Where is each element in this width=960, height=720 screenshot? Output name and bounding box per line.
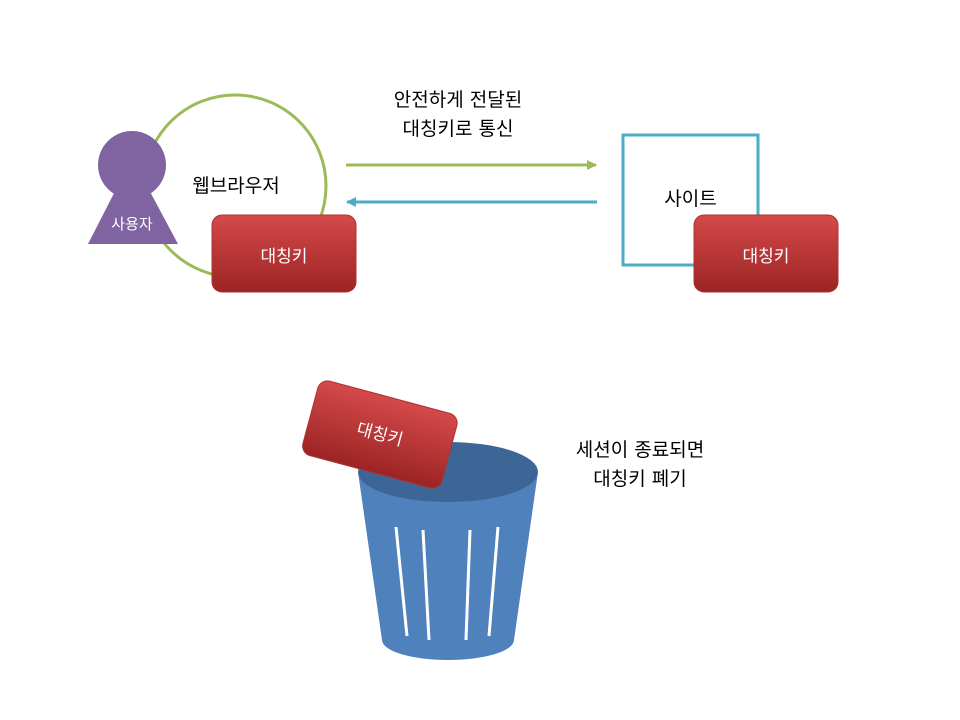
browser-label: 웹브라우저 (192, 175, 280, 197)
top-caption-line1: 안전하게 전달된 (393, 89, 523, 111)
user-label: 사용자 (111, 215, 153, 233)
discarded-key: 대칭키 (302, 380, 458, 489)
site-key-box (693, 214, 839, 293)
top-caption-line2: 대칭키로 통신 (402, 118, 514, 140)
browser-key-label: 대칭키 (260, 247, 308, 267)
person-icon (88, 131, 178, 244)
bottom-caption-line1: 세션이 종료되면 (575, 439, 705, 461)
bottom-caption: 세션이 종료되면 대칭키 폐기 (545, 436, 735, 494)
top-caption: 안전하게 전달된 대칭키로 통신 (348, 86, 568, 144)
browser-key-box (211, 214, 357, 293)
site-key-label: 대칭키 (742, 247, 790, 267)
site-label: 사이트 (664, 188, 717, 210)
bottom-caption-line2: 대칭키 폐기 (593, 468, 687, 490)
